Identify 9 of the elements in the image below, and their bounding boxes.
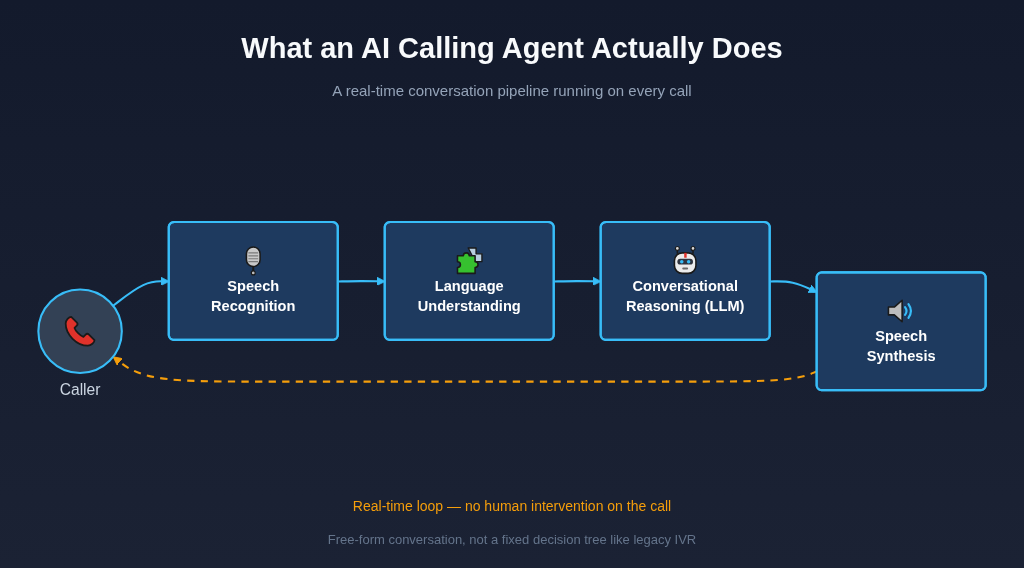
loop-note: Real-time loop — no human intervention on the call [352, 498, 672, 514]
footnote: Free-form conversation, not a fixed decision tree like legacy IVR [327, 532, 697, 547]
diagram-title: What an AI Calling Agent Actually Does [241, 32, 783, 65]
node-caption: Caller [59, 380, 101, 398]
step-label: Language Understanding [416, 276, 522, 316]
step-label: Conversational Reasoning (LLM) [624, 276, 746, 316]
step-label: Speech Synthesis [865, 326, 937, 367]
step-label: Speech Recognition [210, 276, 297, 316]
subtitle: A real-time conversation pipeline running on every call [332, 82, 692, 99]
